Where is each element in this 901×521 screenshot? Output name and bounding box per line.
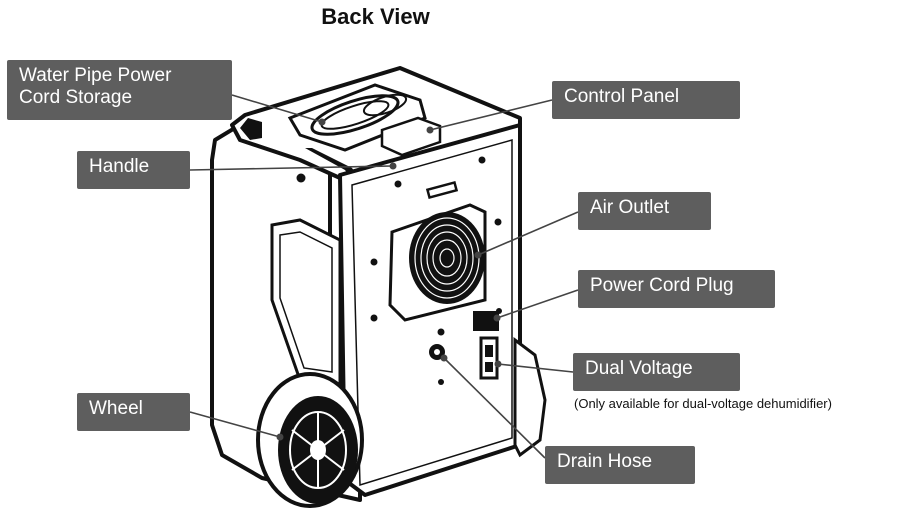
power-cord-plug bbox=[473, 311, 499, 331]
dual-voltage-note: (Only available for dual-voltage dehumid… bbox=[574, 396, 832, 411]
callout-control-panel: Control Panel bbox=[552, 81, 740, 119]
wheel-graphic bbox=[256, 372, 364, 508]
callout-wheel: Wheel bbox=[77, 393, 190, 431]
callout-dual-voltage: Dual Voltage bbox=[573, 353, 740, 391]
leader-lines bbox=[189, 94, 579, 459]
diagram-title: Back View bbox=[321, 4, 430, 29]
water-pipe-label-line2: Cord Storage bbox=[19, 87, 133, 108]
leader-line-endpoints bbox=[276, 118, 502, 441]
callout-power-cord-plug: Power Cord Plug bbox=[578, 270, 775, 308]
callout-water-pipe-power-cord-storage: Water Pipe Power Cord Storage bbox=[7, 60, 232, 120]
mounting-screws bbox=[296, 156, 502, 385]
water-pipe-label-line1: Water Pipe Power bbox=[19, 65, 172, 86]
right-side-bumper bbox=[513, 337, 547, 458]
control-panel-box bbox=[380, 116, 442, 157]
handle-bar bbox=[305, 148, 362, 190]
callout-handle: Handle bbox=[77, 151, 190, 189]
air-outlet-fan bbox=[388, 203, 487, 322]
callout-air-outlet: Air Outlet bbox=[578, 192, 711, 230]
callout-drain-hose: Drain Hose bbox=[545, 446, 695, 484]
